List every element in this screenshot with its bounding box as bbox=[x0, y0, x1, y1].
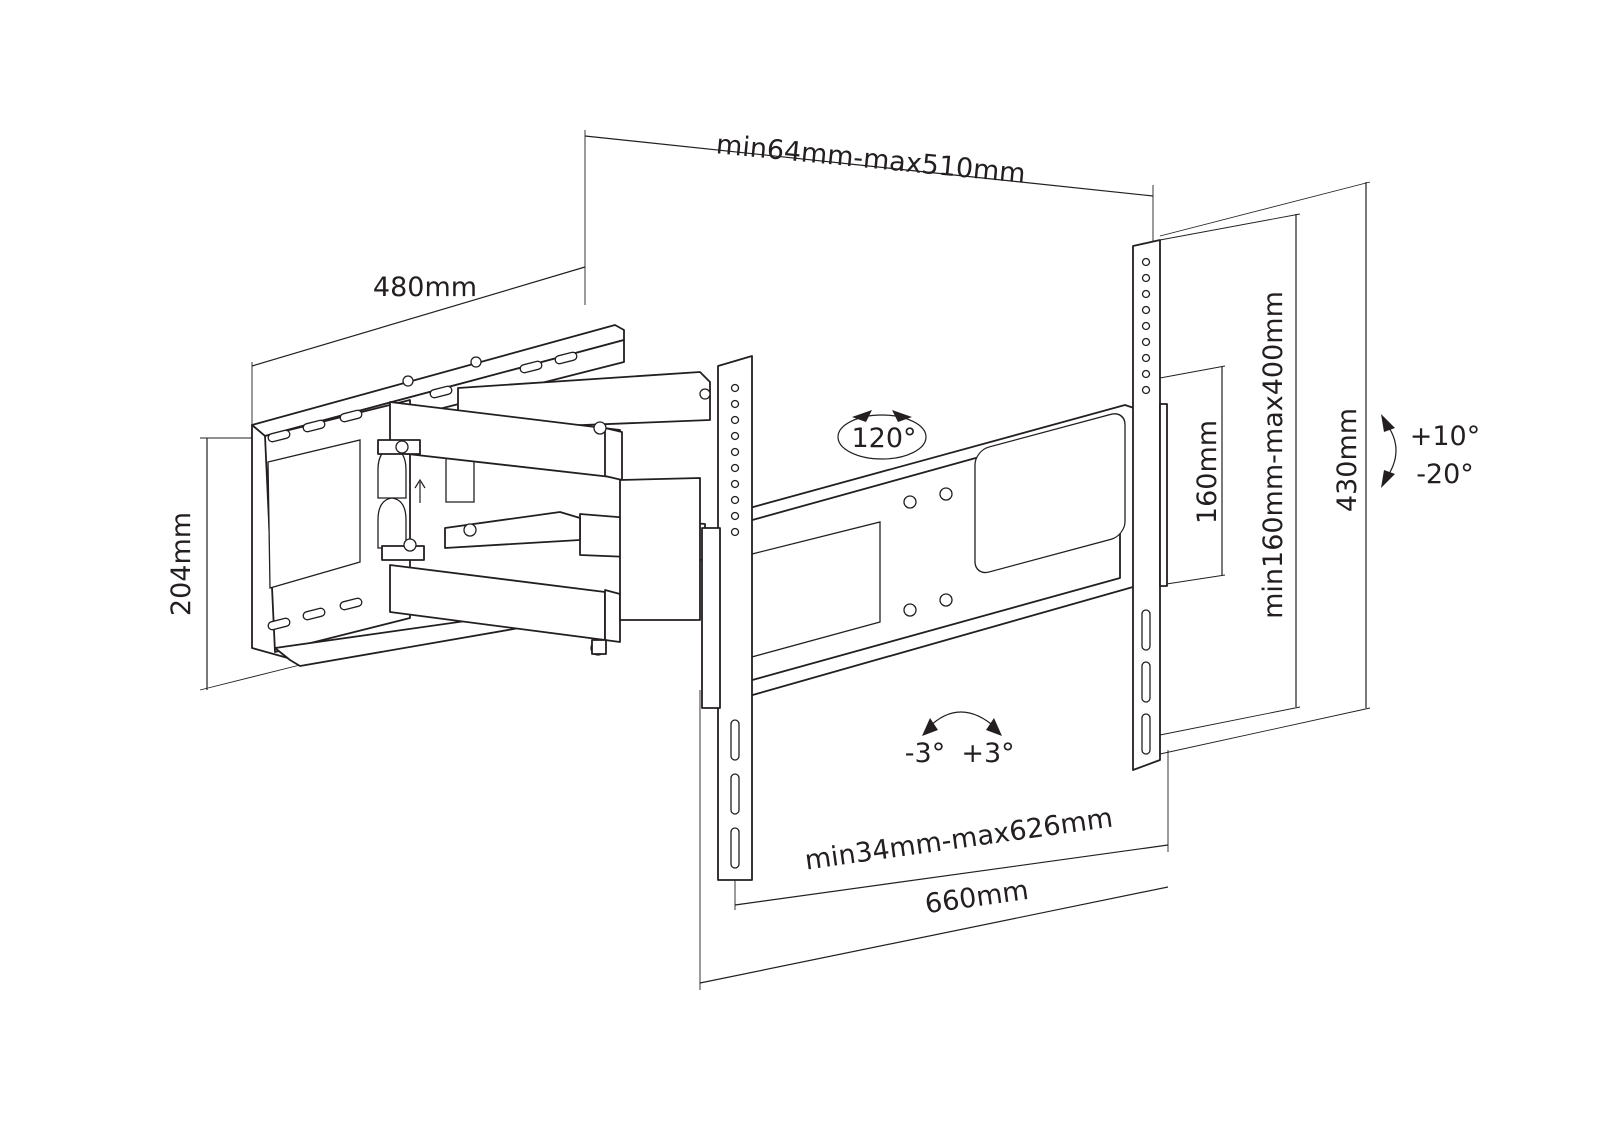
wall-plate-height-label: 204mm bbox=[166, 512, 197, 616]
bracket-height-label: 430mm bbox=[1332, 408, 1363, 512]
vesa-vertical-inner-label: 160mm bbox=[1192, 420, 1223, 524]
wall-plate-width-label: 480mm bbox=[373, 272, 477, 303]
dimension-lines bbox=[199, 130, 1371, 990]
rotation-right-label: +3° bbox=[961, 738, 1014, 769]
rotation-indicator bbox=[922, 711, 1002, 736]
bracket-width-label: 660mm bbox=[923, 875, 1030, 920]
tilt-indicator bbox=[1381, 414, 1397, 488]
vesa-vertical-label: min160mm-max400mm bbox=[1258, 291, 1289, 619]
tv-bracket bbox=[701, 239, 1168, 881]
swing-arms bbox=[377, 371, 711, 656]
swivel-indicator bbox=[837, 410, 927, 460]
wall-plate bbox=[251, 324, 625, 667]
vesa-horizontal-label: min64mm-max510mm bbox=[715, 129, 1027, 190]
tilt-up-label: +10° bbox=[1410, 421, 1480, 452]
swivel-label: 120° bbox=[851, 423, 916, 454]
extension-label: min34mm-max626mm bbox=[803, 803, 1115, 877]
rotation-left-label: -3° bbox=[905, 738, 945, 769]
tilt-down-label: -20° bbox=[1416, 459, 1474, 490]
